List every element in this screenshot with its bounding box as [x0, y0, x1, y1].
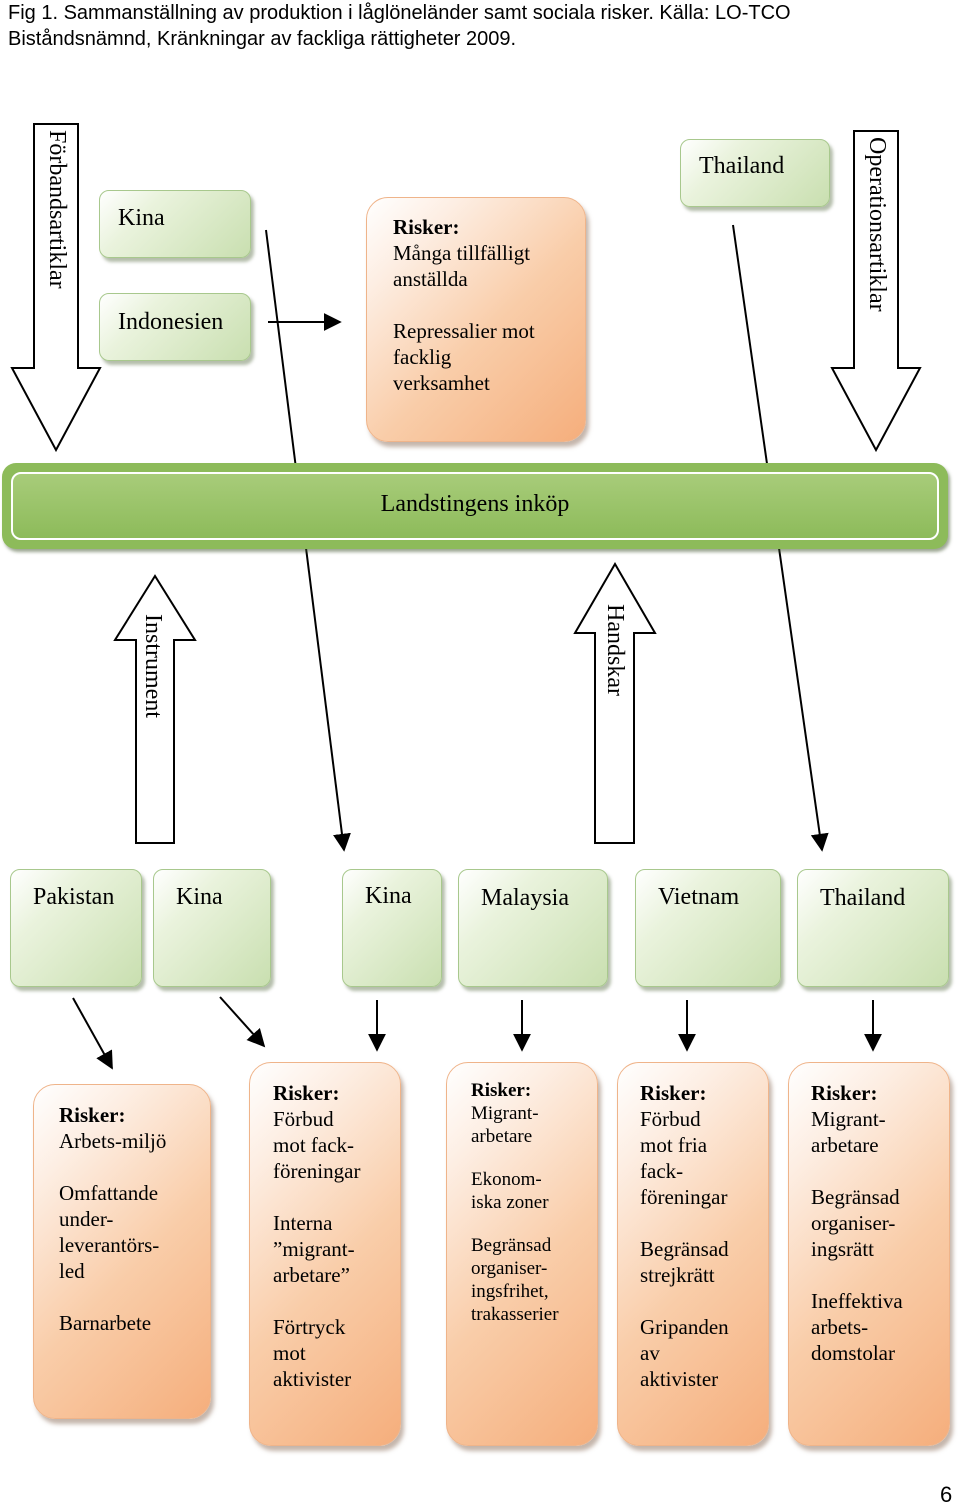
- risk-line: föreningar: [273, 1159, 361, 1183]
- country-label: Thailand: [699, 153, 785, 179]
- risk-line: aktivister: [640, 1367, 719, 1391]
- risk-line: verksamhet: [393, 371, 490, 395]
- risk-line: av: [640, 1341, 660, 1365]
- risk-line: Migrant-: [471, 1103, 539, 1124]
- instrument-up-block-arrow: [113, 574, 197, 844]
- risk-line: föreningar: [640, 1185, 728, 1209]
- risk-line: ingsrätt: [811, 1237, 874, 1261]
- risk-line: Förbud: [273, 1107, 334, 1131]
- risk-heading: Risker:: [811, 1081, 878, 1105]
- handskar-up-block-arrow: [573, 562, 657, 844]
- kina1-connector: [219, 996, 266, 1048]
- operationsartiklar-label: Operationsartiklar: [864, 137, 890, 312]
- risk-line: Många tillfälligt: [393, 241, 531, 265]
- country-box-malaysia: Malaysia: [458, 869, 608, 987]
- risk-box-kina-1: Risker: Förbud mot fack- föreningar Inte…: [249, 1062, 401, 1446]
- country-box-kina-1: Kina: [153, 869, 271, 987]
- risk-line: Begränsad: [471, 1235, 552, 1256]
- country-label: Kina: [176, 884, 223, 910]
- country-box-kina-top: Kina: [99, 190, 251, 258]
- country-label: Malaysia: [481, 885, 569, 911]
- risk-line: organiser-: [811, 1211, 896, 1235]
- risk-heading: Risker:: [393, 215, 460, 239]
- risk-line: Gripanden: [640, 1315, 729, 1339]
- pakistan-connector: [72, 997, 113, 1070]
- risk-line: organiser-: [471, 1258, 548, 1279]
- risk-box-top: Risker: Många tillfälligt anställda Repr…: [366, 197, 586, 442]
- risk-line: aktivister: [273, 1367, 352, 1391]
- country-box-thailand-bottom: Thailand: [797, 869, 949, 987]
- risk-line: Begränsad: [811, 1185, 900, 1209]
- risk-line: arbetare: [471, 1126, 533, 1147]
- risk-line: arbets-: [811, 1315, 869, 1339]
- risk-line: Förtryck: [273, 1315, 346, 1339]
- handskar-label: Handskar: [602, 604, 628, 696]
- risk-heading: Risker:: [640, 1081, 707, 1105]
- risk-line: Ekonom-: [471, 1169, 542, 1190]
- risk-line: Omfattande: [59, 1181, 159, 1205]
- country-box-vietnam: Vietnam: [635, 869, 781, 987]
- procurement-band: Landstingens inköp: [2, 463, 948, 549]
- risk-box-vietnam: Risker: Förbud mot fria fack- föreningar…: [617, 1062, 769, 1446]
- country-label: Indonesien: [118, 309, 224, 335]
- left-down-block-arrow: [10, 123, 102, 453]
- risk-line: leverantörs-: [59, 1233, 160, 1257]
- risk-line: Arbets-miljö: [59, 1129, 167, 1153]
- country-label: Thailand: [820, 885, 906, 911]
- instrument-label: Instrument: [140, 614, 166, 718]
- risk-line: ingsfrihet,: [471, 1281, 549, 1302]
- risk-heading: Risker:: [59, 1103, 126, 1127]
- country-box-thailand-top: Thailand: [680, 139, 830, 207]
- risk-line: Barnarbete: [59, 1311, 152, 1335]
- risk-line: mot fack-: [273, 1133, 355, 1157]
- country-label: Kina: [118, 205, 165, 231]
- risk-box-thailand: Risker: Migrant- arbetare Begränsad orga…: [788, 1062, 950, 1446]
- risk-line: mot fria: [640, 1133, 708, 1157]
- risk-line: facklig: [393, 345, 452, 369]
- country-label: Vietnam: [658, 884, 740, 910]
- risk-line: mot: [273, 1341, 306, 1365]
- risk-line: Migrant-: [811, 1107, 886, 1131]
- risk-line: Begränsad: [640, 1237, 729, 1261]
- risk-heading: Risker:: [471, 1080, 532, 1101]
- country-box-kina-2: Kina: [342, 869, 442, 987]
- risk-line: arbetare: [811, 1133, 879, 1157]
- risk-line: under-: [59, 1207, 114, 1231]
- risk-line: led: [59, 1259, 85, 1283]
- risk-box-pakistan: Risker: Arbets-miljö Omfattande under- l…: [33, 1084, 211, 1419]
- risk-line: Repressalier mot: [393, 319, 535, 343]
- risk-heading: Risker:: [273, 1081, 340, 1105]
- risk-line: iska zoner: [471, 1192, 549, 1213]
- risk-line: Interna: [273, 1211, 333, 1235]
- risk-line: trakasserier: [471, 1304, 559, 1325]
- risk-line: anställda: [393, 267, 468, 291]
- risk-line: ”migrant-: [273, 1237, 355, 1261]
- page-number: 6: [940, 1482, 953, 1507]
- country-box-indonesien: Indonesien: [99, 293, 251, 361]
- risk-line: strejkrätt: [640, 1263, 715, 1287]
- country-box-pakistan: Pakistan: [10, 869, 142, 987]
- risk-box-malaysia: Risker: Migrant- arbetare Ekonom- iska z…: [446, 1062, 598, 1446]
- country-label: Kina: [365, 883, 412, 909]
- figure-caption: Fig 1. Sammanställning av produktion i l…: [8, 2, 791, 50]
- country-label: Pakistan: [33, 884, 115, 910]
- band-label: Landstingens inköp: [380, 491, 570, 517]
- risk-line: Ineffektiva: [811, 1289, 903, 1313]
- forbandsartiklar-label: Förbandsartiklar: [44, 130, 70, 289]
- risk-line: Förbud: [640, 1107, 701, 1131]
- risk-line: arbetare”: [273, 1263, 350, 1287]
- risk-line: domstolar: [811, 1341, 895, 1365]
- risk-line: fack-: [640, 1159, 684, 1183]
- right-down-block-arrow: [830, 130, 922, 453]
